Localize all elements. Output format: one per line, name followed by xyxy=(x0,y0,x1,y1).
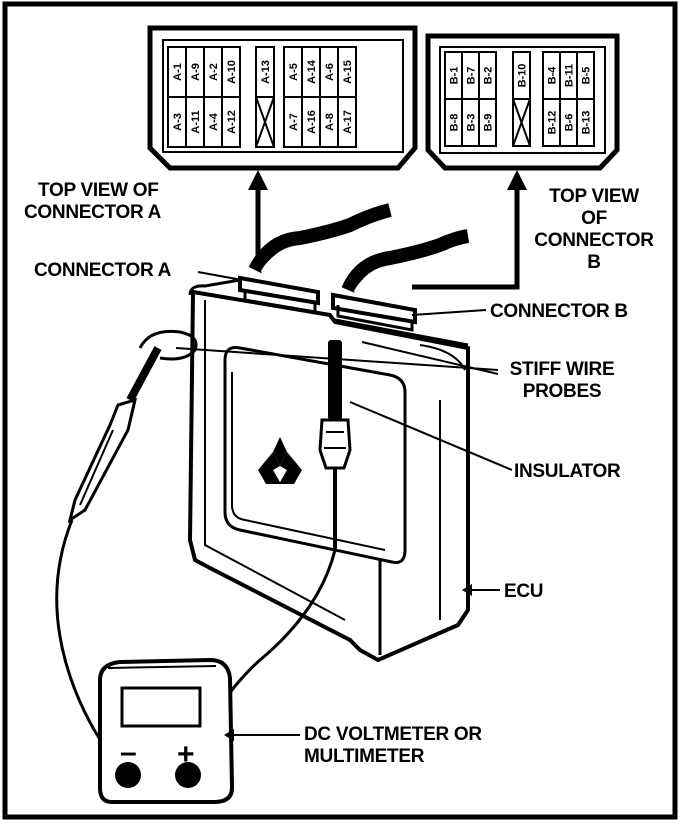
ecu-arrow xyxy=(462,584,472,596)
meter-display xyxy=(120,686,202,728)
pin-label: A-13 xyxy=(260,60,272,84)
top-view-b-label-2: OF xyxy=(581,208,607,229)
pin-label: A-8 xyxy=(324,113,336,131)
pin-label: B-7 xyxy=(466,67,478,85)
meter-arrow xyxy=(224,729,234,741)
pin-label: B-8 xyxy=(449,114,461,132)
blocked-cavity xyxy=(512,98,531,147)
pin-label: A-11 xyxy=(190,110,202,133)
ecu-label: ECU xyxy=(504,581,543,602)
pin-label: A-16 xyxy=(306,110,318,134)
pin-label: A-4 xyxy=(208,112,220,131)
pin-label: A-6 xyxy=(324,63,336,81)
pin-label: A-14 xyxy=(306,59,318,84)
pin-label: A-2 xyxy=(208,63,220,81)
connector-b-physical xyxy=(331,229,470,332)
pin-label: A-15 xyxy=(342,60,354,84)
pin-label: A-5 xyxy=(288,63,300,81)
top-view-a-label-1: TOP VIEW OF xyxy=(38,180,159,201)
top-view-b-label-4: B xyxy=(587,252,600,273)
minus-label: – xyxy=(120,736,137,769)
negative-terminal xyxy=(115,762,141,788)
pin-label: B-5 xyxy=(581,67,593,85)
pin-label: A-10 xyxy=(226,60,238,84)
connector-b-label: CONNECTOR B xyxy=(490,301,628,322)
top-view-b-label-3: CONNECTOR xyxy=(534,230,654,251)
probes-label-2: PROBES xyxy=(523,381,601,402)
connector-b-arrow xyxy=(412,170,527,290)
meter-label-2: MULTIMETER xyxy=(304,746,425,767)
connector-a-label: CONNECTOR A xyxy=(34,260,172,281)
probe-positive xyxy=(318,340,352,550)
pin-label: B-2 xyxy=(483,67,495,85)
pin-cell xyxy=(576,98,595,147)
leader-lines xyxy=(175,271,513,736)
pin-label: A-17 xyxy=(342,110,354,134)
pin-cell xyxy=(221,96,241,148)
pin-label: A-12 xyxy=(226,110,238,134)
ecu-body xyxy=(187,278,470,663)
pin-label: B-12 xyxy=(547,111,559,135)
connector-b-top-view: B-1 B-7 B-2B-8 B-3 B-9 B-10 B-4 B-11 B-5B-12 B-6 B… xyxy=(425,33,620,171)
probes-label-1: STIFF WIRE xyxy=(510,359,615,380)
pin-cell xyxy=(337,96,357,148)
outer-border xyxy=(2,1,678,820)
blocked-cavity xyxy=(255,96,275,148)
pin-label: A-1 xyxy=(172,63,184,81)
pin-label: A-9 xyxy=(190,63,202,81)
insulator-label: INSULATOR xyxy=(514,461,621,482)
connector-b-pins: B-1 B-7 B-2B-8 B-3 B-9 B-10 B-4 B-11 B-5B-12 B-6 B… xyxy=(444,51,595,147)
plus-label: + xyxy=(177,738,195,771)
pin-label: B-10 xyxy=(517,64,529,88)
pin-label: B-4 xyxy=(547,66,559,85)
pin-label: A-3 xyxy=(172,113,184,131)
positive-terminal xyxy=(175,762,201,788)
top-view-b-label-1: TOP VIEW xyxy=(549,186,639,207)
pin-label: B-1 xyxy=(449,67,461,85)
pin-label: B-9 xyxy=(483,114,495,132)
pin-label: A-7 xyxy=(288,113,300,131)
probe-negative xyxy=(67,329,198,524)
pin-label: B-13 xyxy=(581,111,593,135)
pin-cell xyxy=(478,98,497,147)
pin-label: B-6 xyxy=(564,114,576,132)
top-view-a-label-2: CONNECTOR A xyxy=(24,202,162,223)
meter-label-1: DC VOLTMETER OR xyxy=(304,724,482,745)
mitsubishi-logo-icon xyxy=(258,437,302,484)
pin-label: B-11 xyxy=(564,64,576,87)
connector-a-physical xyxy=(238,203,392,314)
pin-label: B-3 xyxy=(466,114,478,132)
voltmeter: – + xyxy=(98,657,235,804)
